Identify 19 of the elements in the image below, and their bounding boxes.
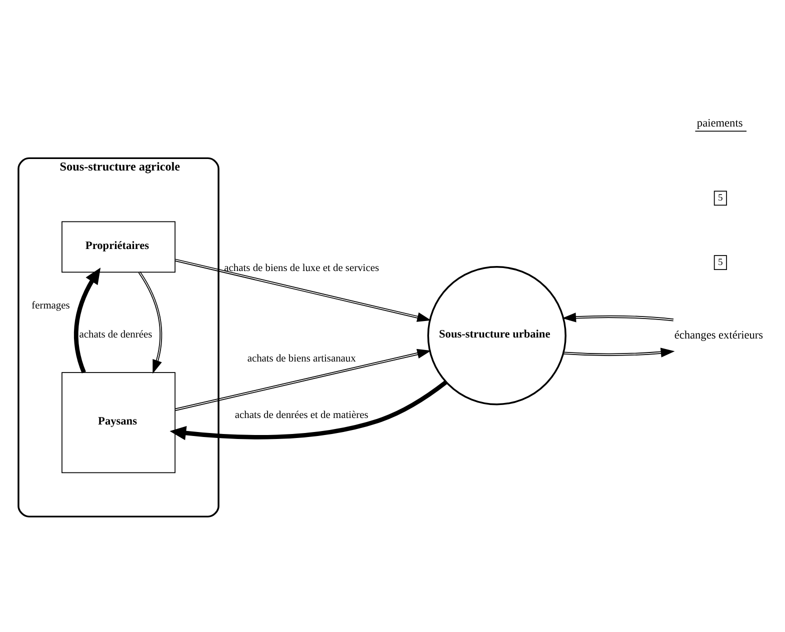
edge-label: achats de biens de luxe et de services (224, 262, 380, 274)
node-box: Paysans (62, 372, 176, 473)
legend-label: paiements (696, 116, 743, 129)
arrow (74, 267, 101, 373)
arrow (138, 270, 162, 374)
label: 5 (718, 192, 723, 204)
node-text: échanges extérieurs (674, 329, 764, 342)
node-box: Propriétaires (62, 220, 176, 272)
edge-label: achats de denrées (79, 328, 152, 340)
arrow (170, 380, 448, 440)
arrow (562, 312, 674, 322)
arrow (174, 348, 432, 410)
edge-label: achats de biens artisanaux (247, 352, 356, 364)
edge-label: achats de denrées et de matières (234, 409, 368, 420)
label: 5 (718, 256, 723, 268)
arrow (562, 347, 675, 357)
edge-label: fermages (32, 300, 70, 312)
node-circle: Sous-structure urbaine (427, 266, 566, 405)
arrow (174, 258, 432, 322)
